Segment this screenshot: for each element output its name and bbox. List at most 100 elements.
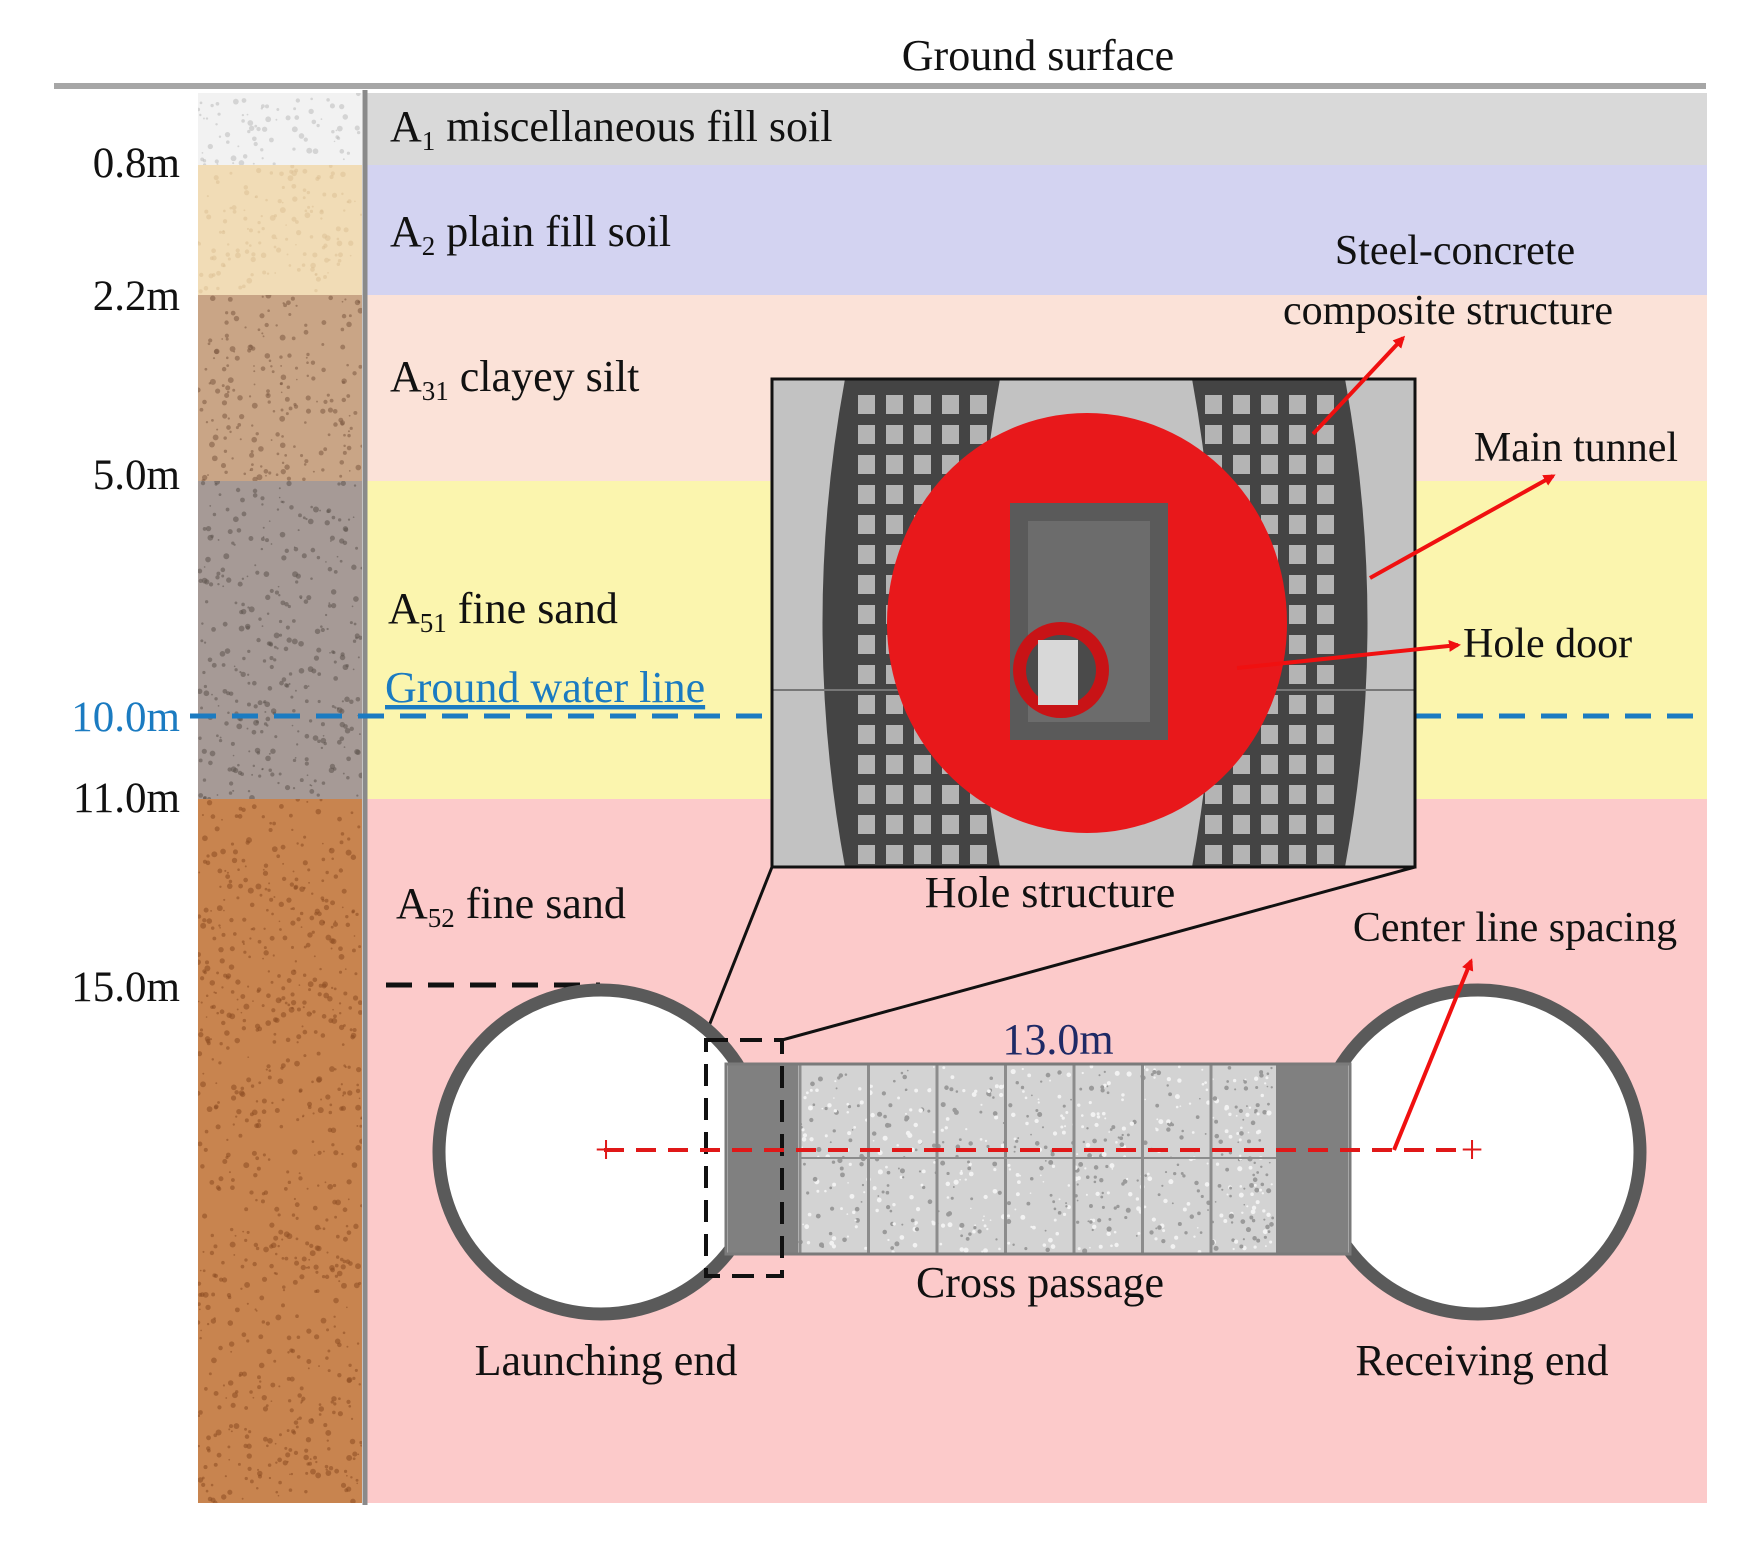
- passage-grain-dot: [1256, 1112, 1260, 1116]
- soil-speck: [207, 1496, 213, 1502]
- passage-grain-dot: [1171, 1202, 1174, 1205]
- soil-speck: [332, 1008, 334, 1011]
- soil-speck: [338, 946, 343, 952]
- soil-speck: [288, 406, 293, 411]
- soil-speck: [311, 892, 314, 895]
- soil-speck: [250, 1084, 255, 1088]
- soil-speck: [266, 1348, 272, 1355]
- grid-opening: [914, 755, 931, 774]
- passage-grain-dot: [1146, 1172, 1150, 1176]
- soil-speck: [256, 126, 261, 132]
- soil-speck: [348, 240, 354, 246]
- soil-speck: [254, 1308, 257, 1311]
- soil-speck: [355, 1088, 361, 1094]
- soil-speck: [296, 1041, 299, 1044]
- soil-speck: [334, 1215, 337, 1219]
- soil-speck: [213, 349, 219, 355]
- soil-speck: [230, 766, 237, 773]
- soil-speck: [229, 1424, 234, 1429]
- passage-grain-dot: [1129, 1121, 1135, 1126]
- passage-grain-dot: [909, 1108, 913, 1112]
- passage-grain-dot: [1076, 1183, 1079, 1186]
- passage-grain-dot: [1094, 1122, 1099, 1128]
- passage-grain-dot: [965, 1128, 968, 1131]
- ground-water-line-label: Ground water line: [385, 663, 705, 712]
- soil-speck: [352, 668, 355, 671]
- soil-speck: [273, 1235, 279, 1241]
- passage-grain-dot: [1104, 1117, 1107, 1120]
- soil-speck: [262, 1153, 266, 1157]
- soil-speck: [296, 229, 302, 236]
- soil-speck: [301, 1396, 306, 1401]
- soil-speck: [347, 1065, 351, 1069]
- passage-grain-dot: [1230, 1221, 1234, 1224]
- passage-grain-dot: [1189, 1214, 1194, 1219]
- soil-speck: [343, 444, 346, 448]
- soil-speck: [234, 1037, 241, 1044]
- soil-speck: [233, 1423, 240, 1429]
- soil-speck: [337, 482, 341, 486]
- soil-speck: [261, 815, 265, 819]
- soil-speck: [251, 1109, 258, 1116]
- soil-speck: [228, 964, 235, 970]
- passage-grain-dot: [1243, 1080, 1247, 1084]
- passage-grain-dot: [915, 1207, 921, 1212]
- soil-texture-4: [198, 799, 362, 1503]
- passage-grain-dot: [805, 1091, 809, 1095]
- soil-speck: [198, 793, 204, 798]
- soil-speck: [227, 1320, 234, 1326]
- soil-speck: [268, 828, 273, 833]
- passage-grain-dot: [989, 1219, 992, 1222]
- soil-speck: [274, 590, 280, 595]
- soil-speck: [287, 175, 294, 182]
- soil-speck: [243, 877, 248, 883]
- grid-opening: [914, 785, 931, 804]
- soil-speck: [286, 1460, 289, 1463]
- soil-speck: [315, 1472, 322, 1479]
- passage-grain-dot: [1231, 1238, 1235, 1242]
- grid-opening: [1261, 815, 1278, 834]
- soil-speck: [198, 1281, 202, 1286]
- passage-grain-dot: [824, 1106, 828, 1111]
- soil-speck: [208, 273, 214, 279]
- soil-speck: [261, 227, 265, 231]
- soil-speck: [231, 857, 238, 864]
- soil-speck: [198, 758, 203, 763]
- passage-grain-dot: [1166, 1084, 1169, 1087]
- passage-grain-dot: [1156, 1070, 1162, 1076]
- soil-speck: [226, 1138, 229, 1142]
- soil-speck: [302, 1006, 305, 1009]
- soil-speck: [291, 828, 294, 832]
- passage-grain-dot: [900, 1071, 904, 1075]
- soil-speck: [339, 736, 345, 742]
- soil-speck: [244, 1281, 251, 1288]
- soil-speck: [198, 1051, 203, 1057]
- soil-speck: [322, 734, 325, 737]
- passage-grain-dot: [1264, 1245, 1267, 1248]
- soil-speck: [341, 906, 344, 909]
- soil-speck: [281, 435, 284, 438]
- passage-grain-dot: [1264, 1082, 1267, 1085]
- passage-grain-dot: [1014, 1208, 1017, 1211]
- passage-grain-dot: [1173, 1171, 1177, 1176]
- soil-speck: [203, 907, 209, 913]
- passage-grain-dot: [1121, 1093, 1125, 1097]
- grid-opening: [1205, 815, 1222, 834]
- soil-speck: [320, 1317, 327, 1324]
- soil-speck: [317, 992, 322, 997]
- soil-speck: [255, 1156, 260, 1161]
- grid-opening: [858, 725, 875, 744]
- soil-speck: [285, 625, 290, 630]
- soil-speck: [348, 314, 352, 318]
- soil-speck: [339, 840, 344, 845]
- soil-speck: [229, 430, 232, 434]
- grid-opening: [942, 845, 959, 864]
- passage-grain-dot: [977, 1229, 982, 1234]
- soil-speck: [244, 1207, 249, 1212]
- passage-grain-dot: [1106, 1091, 1110, 1095]
- passage-grain-dot: [981, 1250, 984, 1253]
- soil-speck: [221, 574, 225, 578]
- soil-speck: [235, 1115, 238, 1118]
- soil-speck: [203, 566, 206, 568]
- passage-grain-dot: [1252, 1173, 1255, 1177]
